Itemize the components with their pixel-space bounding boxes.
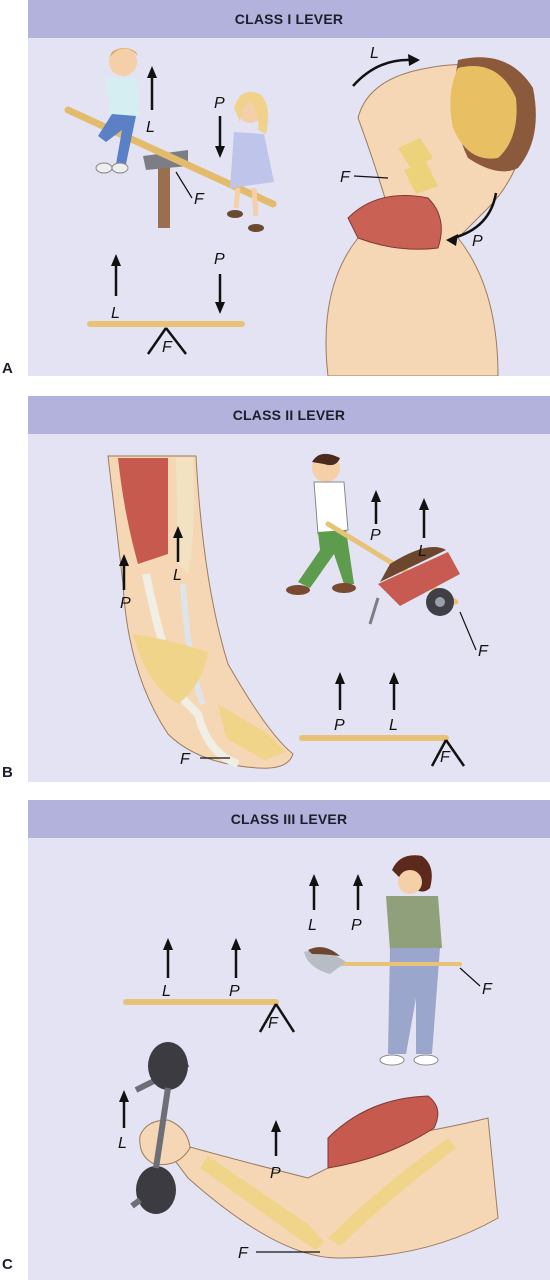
leader-line <box>459 611 477 651</box>
label-F: F <box>194 191 205 208</box>
lever-diagram <box>87 321 245 355</box>
leader-line <box>459 967 481 987</box>
panel-title: CLASS II LEVER <box>232 407 346 423</box>
label-P: P <box>334 717 345 734</box>
arrow-P-curved <box>446 192 498 246</box>
arrow-L-up <box>163 938 173 978</box>
label-P: P <box>270 1165 281 1182</box>
arrow-L-up <box>147 66 157 110</box>
shovel-illustration <box>304 855 462 1066</box>
class-1-illustration: L P F L P F <box>64 45 536 376</box>
class-2-illustration: P L F P <box>107 453 489 769</box>
label-P: P <box>229 983 240 1000</box>
arm-dumbbell-illustration <box>130 1042 499 1259</box>
label-F: F <box>440 749 451 766</box>
panel-letter: A <box>2 360 13 377</box>
arrow-L-up <box>389 672 399 710</box>
arrow-L-up <box>119 1090 129 1128</box>
label-L: L <box>173 567 182 584</box>
panel-title: CLASS III LEVER <box>230 811 348 827</box>
panel-class-3: CLASS III LEVER L P F <box>28 800 550 1280</box>
seesaw-illustration <box>64 48 277 232</box>
panel-header: CLASS II LEVER <box>28 396 550 434</box>
lever-diagram <box>123 999 296 1033</box>
label-F: F <box>478 643 489 660</box>
label-F: F <box>180 751 191 768</box>
arrow-L-curved <box>352 54 420 87</box>
panel-title: CLASS I LEVER <box>234 11 344 27</box>
label-L: L <box>308 917 317 934</box>
arrow-L-up <box>111 254 121 296</box>
label-F: F <box>238 1245 249 1262</box>
panel-class-2: CLASS II LEVER P L F <box>28 396 550 782</box>
label-F: F <box>162 339 173 356</box>
label-P: P <box>351 917 362 934</box>
arrow-P-up <box>371 490 381 524</box>
arrow-P-down <box>215 116 225 158</box>
label-L: L <box>418 543 427 560</box>
arrow-L-up <box>173 526 183 562</box>
wheelbarrow-illustration <box>286 453 460 625</box>
label-L: L <box>389 717 398 734</box>
label-L: L <box>111 305 120 322</box>
label-P: P <box>214 251 225 268</box>
arrow-L-up <box>419 498 429 538</box>
panel-letter: B <box>2 764 13 781</box>
foot-illustration <box>107 455 294 769</box>
label-P: P <box>120 595 131 612</box>
arrow-P-up <box>119 554 129 590</box>
label-L: L <box>146 119 155 136</box>
panel-header: CLASS I LEVER <box>28 0 550 38</box>
arrow-P-down <box>215 274 225 314</box>
arrow-L-up <box>309 874 319 910</box>
label-L: L <box>118 1135 127 1152</box>
label-F: F <box>482 981 493 998</box>
panel-class-1: CLASS I LEVER L P <box>28 0 550 376</box>
lever-diagram <box>299 735 466 767</box>
head-neck-illustration <box>325 57 536 376</box>
label-L: L <box>370 45 379 62</box>
arrow-P-up <box>231 938 241 978</box>
label-P: P <box>472 233 483 250</box>
class-3-illustration: L P F L P F <box>118 855 499 1262</box>
leader-line <box>175 171 193 199</box>
panel-letter: C <box>2 1256 13 1273</box>
leader-line <box>353 175 389 179</box>
label-P: P <box>370 527 381 544</box>
label-P: P <box>214 95 225 112</box>
label-F: F <box>340 169 351 186</box>
arrow-P-up <box>353 874 363 910</box>
arrow-P-up <box>271 1120 281 1156</box>
arrow-P-up <box>335 672 345 710</box>
panel-header: CLASS III LEVER <box>28 800 550 838</box>
label-L: L <box>162 983 171 1000</box>
label-F: F <box>268 1015 279 1032</box>
